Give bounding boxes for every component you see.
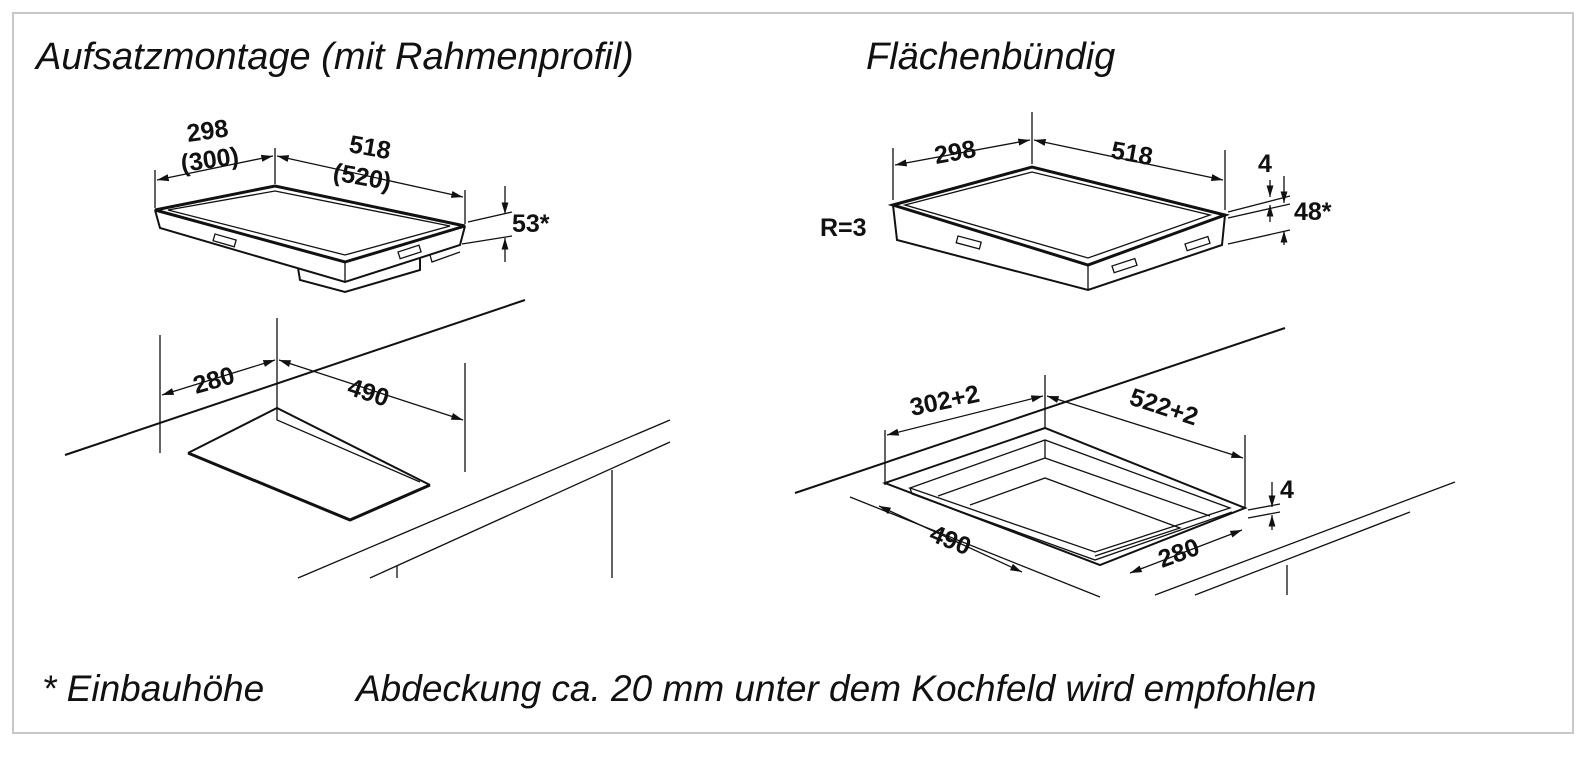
flush-mount-hob	[887, 165, 1231, 292]
dim-surface-298: 298	[185, 114, 230, 148]
flush-mount-cutout: 302+2 522+2 4 490 280	[794, 327, 1456, 598]
dim-flush-height: 48*	[1294, 198, 1332, 226]
dim-flush-280: 280	[1154, 533, 1203, 574]
surface-mount-cutout: 280 490	[64, 299, 671, 579]
surface-mount-hob	[154, 184, 466, 294]
dim-flush-518: 518	[1109, 136, 1155, 171]
dim-flush-radius: R=3	[820, 214, 867, 242]
dim-surface-height: 53*	[512, 210, 550, 238]
footnote-installation-height: * Einbauhöhe	[42, 668, 265, 709]
title-surface-mount: Aufsatzmontage (mit Rahmenprofil)	[36, 36, 634, 78]
title-flush-mount: Flächenbündig	[866, 36, 1116, 78]
dim-flush-frame-height: 4	[1258, 150, 1272, 178]
dim-flush-490: 490	[926, 520, 975, 562]
dim-flush-rebate: 4	[1280, 476, 1294, 504]
dim-flush-cutout-302: 302+2	[907, 380, 982, 422]
dim-surface-518: 518	[347, 130, 393, 165]
dim-flush-298: 298	[932, 135, 978, 170]
dim-cutout-490: 490	[344, 373, 392, 413]
dim-cutout-280: 280	[190, 361, 238, 399]
diagram-frame	[12, 12, 1574, 734]
footer-note: Abdeckung ca. 20 mm unter dem Kochfeld w…	[356, 668, 1317, 709]
surface-mount-hob-dimensions: 298 (300) 518 (520) 53*	[154, 114, 550, 262]
